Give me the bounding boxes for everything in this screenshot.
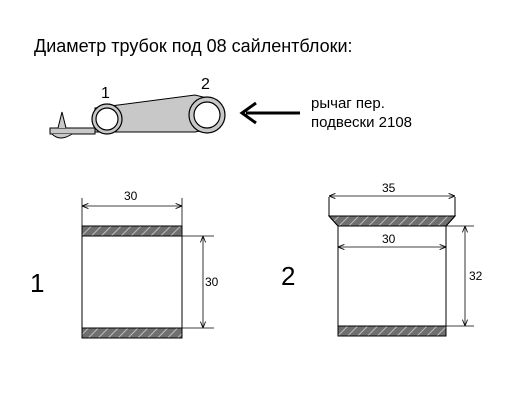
- lever-label-2: 2: [201, 76, 210, 93]
- bushing-1-height-label: 30: [205, 275, 219, 289]
- bushing-1-width-label: 30: [124, 189, 138, 203]
- bushing-2-inner-label: 30: [382, 232, 396, 246]
- bushing-2-top-label: 35: [382, 181, 396, 195]
- lever-drawing: 1 2: [49, 76, 226, 139]
- bushing-2-number: 2: [281, 261, 295, 291]
- bushing-1-bottom-wall: [81, 327, 183, 339]
- lever-caption-line1: рычаг пер.: [311, 95, 385, 112]
- lever-label-1: 1: [101, 85, 110, 102]
- bushing-2-height-label: 32: [469, 269, 483, 283]
- lever-caption-line2: подвески 2108: [311, 114, 412, 131]
- bushing-2-bottom-wall: [337, 325, 447, 337]
- bushing-1-number: 1: [30, 268, 44, 298]
- bushing-2-drawing: [327, 196, 474, 337]
- page-title: Диаметр трубок под 08 сайлентблоки:: [34, 36, 353, 56]
- bushing-2-collar-wall: [327, 215, 457, 227]
- pointer-arrow: [239, 101, 300, 125]
- bushing-1-top-wall: [81, 225, 183, 237]
- bushing-1-drawing: [81, 198, 214, 339]
